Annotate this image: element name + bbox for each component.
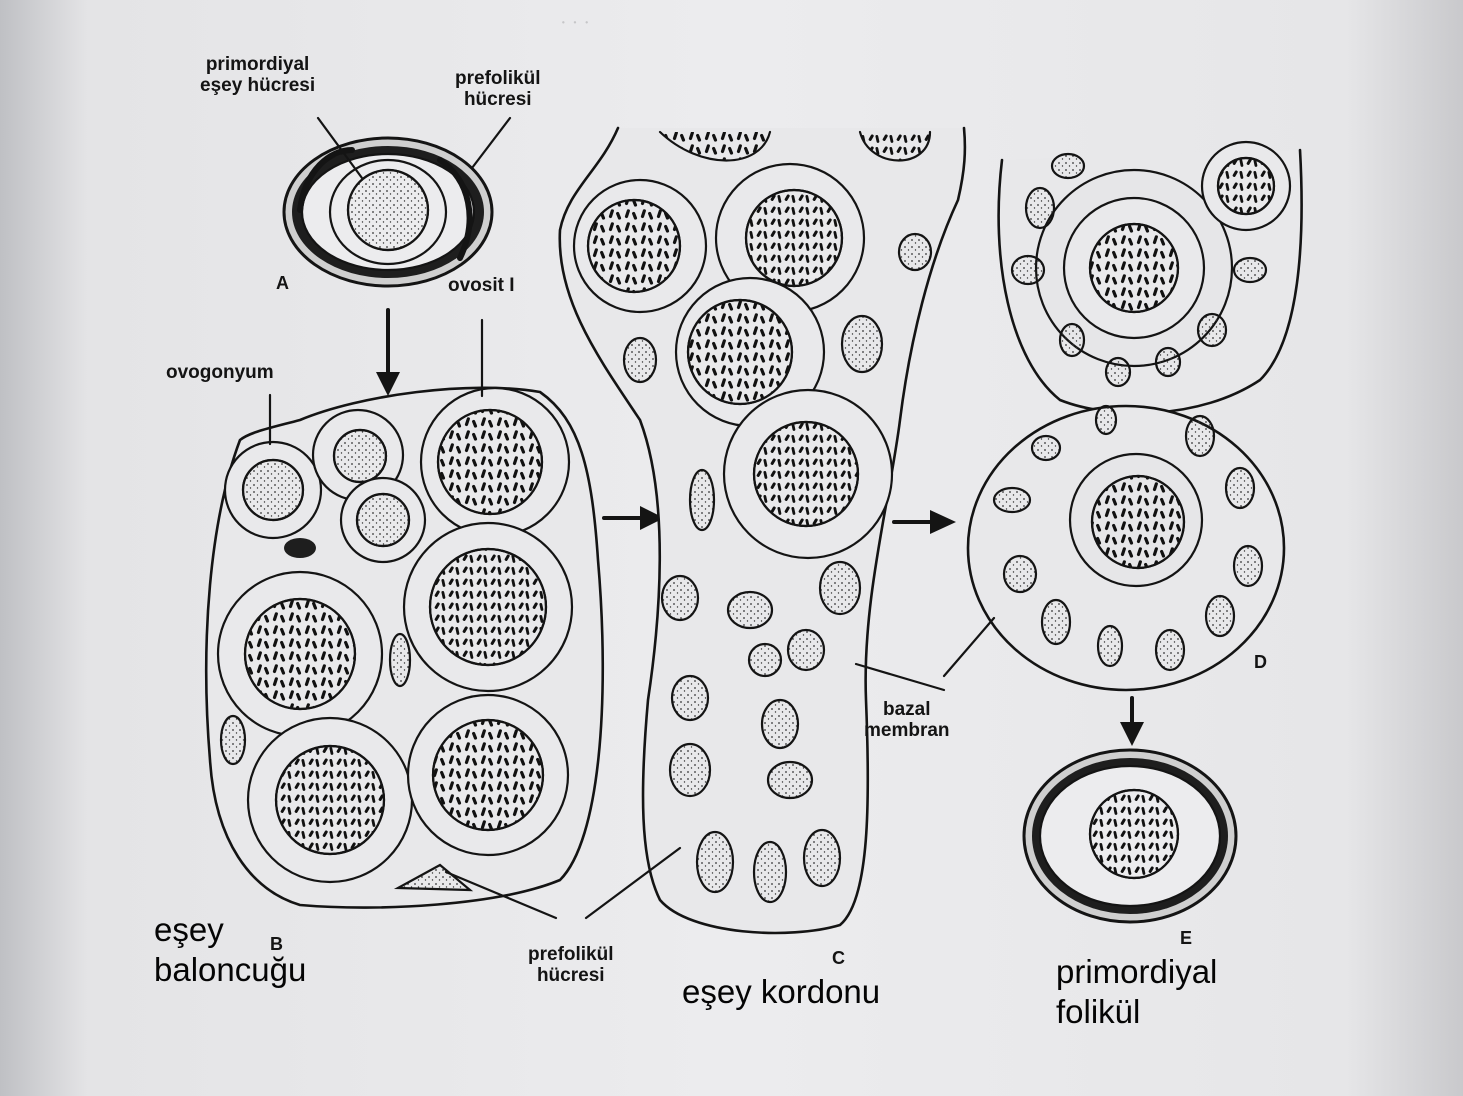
panel-d-follicles xyxy=(968,142,1302,690)
label-line: bazal xyxy=(864,699,950,720)
label-line: primordiyal xyxy=(200,54,315,75)
oocyte-b5 xyxy=(408,695,568,855)
caption-line: baloncuğu xyxy=(154,950,306,990)
label-basal-membrane: bazal membran xyxy=(864,699,950,741)
label-line: hücresi xyxy=(528,965,614,986)
label-prefollicular-cell-bottom: prefolikül hücresi xyxy=(528,944,614,986)
label-oocyte: ovosit I xyxy=(448,275,515,296)
caption-line: eşey xyxy=(154,910,306,950)
label-line: hücresi xyxy=(455,89,541,110)
panel-letter-a: A xyxy=(276,273,289,294)
panel-letter-c: C xyxy=(832,948,845,969)
caption-primordial-follicle: primordiyal folikül xyxy=(1056,952,1217,1032)
oocyte-b1 xyxy=(421,388,569,536)
label-line: prefolikül xyxy=(455,68,541,89)
panel-c-germ-cord xyxy=(560,128,965,933)
panel-a-follicle xyxy=(284,138,492,286)
panel-letter-e: E xyxy=(1180,928,1192,949)
label-prefollicular-cell-top: prefolikül hücresi xyxy=(455,68,541,110)
caption-germ-nest: eşey baloncuğu xyxy=(154,910,306,990)
oocyte-b4 xyxy=(248,718,412,882)
panel-b-germ-nest xyxy=(206,388,603,908)
caption-germ-cord: eşey kordonu xyxy=(682,972,880,1012)
caption-line: folikül xyxy=(1056,992,1217,1032)
label-primordial-germ-cell: primordiyal eşey hücresi xyxy=(200,54,315,96)
oocyte-b2 xyxy=(404,523,572,691)
label-line: eşey hücresi xyxy=(200,75,315,96)
caption-line: primordiyal xyxy=(1056,952,1217,992)
panel-letter-d: D xyxy=(1254,652,1267,673)
panel-e-primordial-follicle xyxy=(1024,750,1236,922)
label-line: membran xyxy=(864,720,950,741)
oocyte-b3 xyxy=(218,572,382,736)
pointer-basal-membrane-c xyxy=(856,664,944,690)
oogonium-b xyxy=(225,442,321,538)
label-line: prefolikül xyxy=(528,944,614,965)
label-oogonium: ovogonyum xyxy=(166,362,274,383)
pointer-prefollicular-a xyxy=(472,118,510,168)
pointer-basal-membrane-d xyxy=(944,618,994,676)
